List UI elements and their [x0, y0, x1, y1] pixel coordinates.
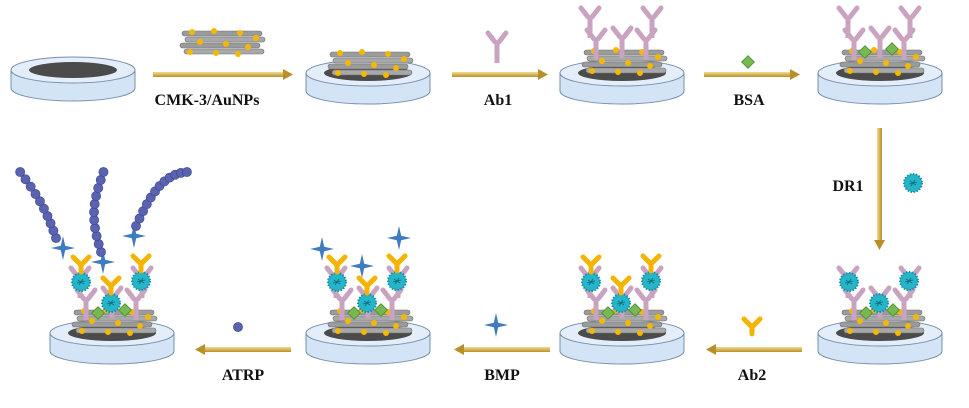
polymer-chains [15, 167, 192, 257]
electrode-ab1 [559, 8, 685, 105]
step-label-ab2: Ab2 [738, 367, 766, 384]
polymer-chain-1-bead [15, 167, 26, 177]
electrode-bare [10, 56, 136, 102]
bsa-icon [741, 55, 755, 69]
polymer-chain-2-bead [98, 167, 109, 177]
step-label-ab1: Ab1 [484, 92, 512, 109]
bmp-icon [484, 313, 508, 337]
step-arrow-4 [874, 128, 885, 250]
polymer-chain-1-bead [35, 196, 45, 207]
polymer-chain-1-bead [25, 181, 36, 192]
step-arrow-3 [704, 69, 800, 80]
polymer-chain-2-bead [91, 191, 102, 201]
step-arrow-2 [452, 69, 548, 80]
step-label-bsa: BSA [733, 92, 765, 109]
ab1-icon [488, 33, 506, 63]
step-label-dr1: DR1 [832, 178, 863, 195]
step-arrow-1 [153, 69, 293, 80]
step-label-atrp: ATRP [222, 367, 265, 384]
polymer-chain-2-bead [89, 199, 100, 209]
cmk3-aunps-bundle [179, 27, 266, 58]
polymer-chain-3-bead [182, 167, 192, 177]
step-arrow-6 [454, 344, 550, 355]
step-arrow-5 [706, 344, 802, 355]
dr1-icon [903, 173, 923, 193]
polymer-chain-2-bead [91, 231, 102, 241]
monomer-bead-icon [233, 322, 243, 332]
electrode-atrp [49, 224, 175, 365]
ab2-icon [744, 319, 760, 334]
electrode-cmk3 [305, 48, 431, 105]
polymer-chain-1-bead [30, 189, 41, 199]
step-label-cmk3: CMK-3/AuNPs [155, 92, 260, 109]
electrode-ab2 [559, 256, 685, 365]
polymer-chain-2-bead [93, 239, 104, 249]
polymer-chain-1-bead [20, 174, 31, 185]
electrode-dr1 [817, 268, 943, 365]
step-label-bmp: BMP [484, 367, 520, 384]
step-arrow-7 [195, 344, 291, 355]
electrode-bmp [305, 226, 431, 365]
electrode-bsa [817, 8, 943, 105]
